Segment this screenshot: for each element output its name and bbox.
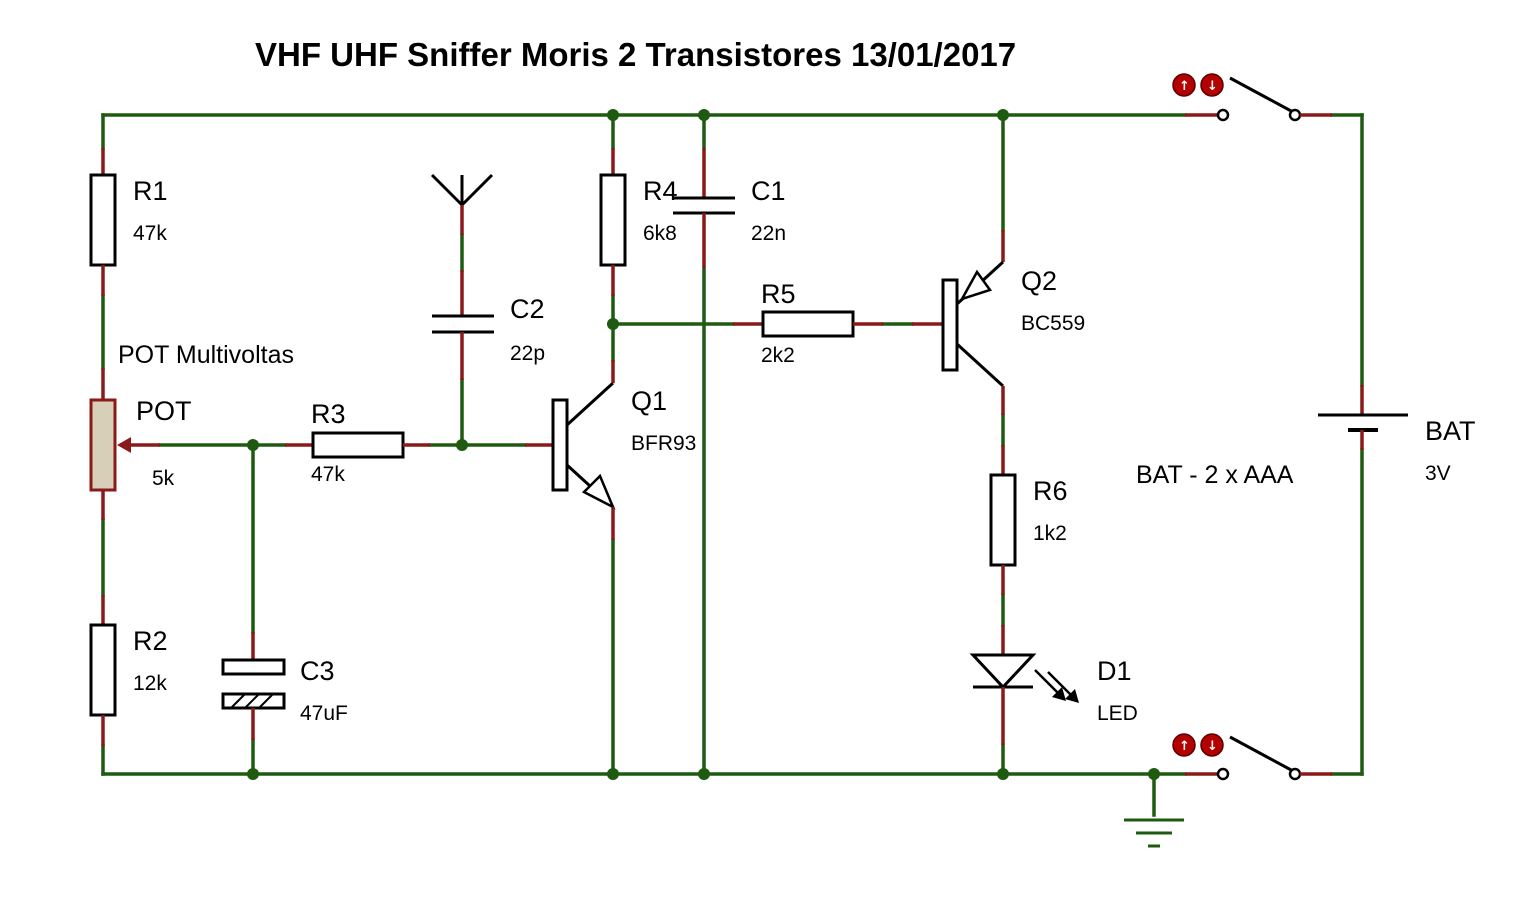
emitter-arrow-icon — [959, 269, 993, 302]
capacitor-c2: C2 22p — [432, 270, 545, 380]
probe-icons-bottom: ↑ ↓ — [1172, 733, 1224, 757]
r4-label: R4 — [643, 176, 678, 206]
svg-text:↓: ↓ — [1207, 79, 1218, 94]
led-d1: D1 LED — [969, 625, 1138, 745]
arrow-down-probe-icon — [1200, 733, 1224, 757]
bat-value: 3V — [1425, 462, 1451, 485]
q1-value: BFR93 — [631, 432, 696, 455]
capacitor-c3: C3 47uF — [221, 632, 348, 740]
q1-label: Q1 — [631, 386, 667, 416]
wires — [101, 113, 1364, 817]
d1-label: D1 — [1097, 656, 1132, 686]
r5-value: 2k2 — [761, 344, 795, 367]
probe-icons-top: ↑ ↓ — [1172, 73, 1224, 97]
resistor-r4: R4 6k8 — [599, 148, 678, 296]
bat-label: BAT — [1425, 416, 1476, 446]
r3-value: 47k — [311, 463, 345, 486]
svg-text:↑: ↑ — [1179, 79, 1190, 94]
c3-label: C3 — [300, 656, 335, 686]
d1-value: LED — [1097, 702, 1138, 725]
switch-top[interactable]: ↑ ↓ — [1172, 73, 1332, 122]
c1-label: C1 — [751, 176, 786, 206]
ground-icon — [1124, 818, 1184, 848]
potentiometer: POT Multivoltas POT 5k — [89, 341, 294, 520]
r2-label: R2 — [133, 626, 168, 656]
q2-label: Q2 — [1021, 266, 1057, 296]
antenna-icon — [430, 173, 494, 235]
r5-label: R5 — [761, 279, 796, 309]
emitter-arrow-icon — [581, 473, 616, 510]
resistor-r5: R5 2k2 — [733, 279, 883, 367]
light-emission-icon — [1034, 669, 1079, 703]
resistor-r3: R3 47k — [285, 399, 430, 486]
r4-value: 6k8 — [643, 222, 677, 245]
bat-note: BAT - 2 x AAA — [1136, 461, 1294, 489]
wiper-arrow-icon — [117, 437, 131, 453]
capacitor-c1: C1 22n — [673, 148, 786, 268]
resistor-r2: R2 12k — [89, 595, 168, 746]
c2-value: 22p — [510, 342, 545, 365]
resistor-r1: R1 47k — [89, 148, 168, 296]
transistor-q2: Q2 BC559 — [912, 230, 1085, 415]
c2-label: C2 — [510, 294, 545, 324]
junctions — [247, 109, 1160, 780]
r6-value: 1k2 — [1033, 522, 1067, 545]
r2-value: 12k — [133, 672, 167, 695]
svg-text:↓: ↓ — [1207, 739, 1218, 754]
c3-value: 47uF — [300, 702, 348, 725]
diagram-title: VHF UHF Sniffer Moris 2 Transistores 13/… — [255, 36, 1016, 73]
arrow-down-probe-icon — [1200, 73, 1224, 97]
r1-value: 47k — [133, 222, 167, 245]
pot-label: POT — [136, 396, 192, 426]
battery-bat: BAT 3V BAT - 2 x AAA — [1136, 385, 1476, 489]
transistor-q1: Q1 BFR93 — [525, 360, 696, 540]
arrow-up-probe-icon — [1172, 73, 1196, 97]
arrow-up-probe-icon — [1172, 733, 1196, 757]
pot-value: 5k — [152, 467, 175, 490]
q2-value: BC559 — [1021, 312, 1085, 335]
c1-value: 22n — [751, 222, 786, 245]
pot-note: POT Multivoltas — [118, 341, 294, 369]
switch-bottom[interactable]: ↑ ↓ — [1172, 733, 1332, 781]
resistor-r6: R6 1k2 — [989, 445, 1068, 595]
svg-text:↑: ↑ — [1179, 739, 1190, 754]
r6-label: R6 — [1033, 476, 1068, 506]
r3-label: R3 — [311, 399, 346, 429]
r1-label: R1 — [133, 176, 168, 206]
